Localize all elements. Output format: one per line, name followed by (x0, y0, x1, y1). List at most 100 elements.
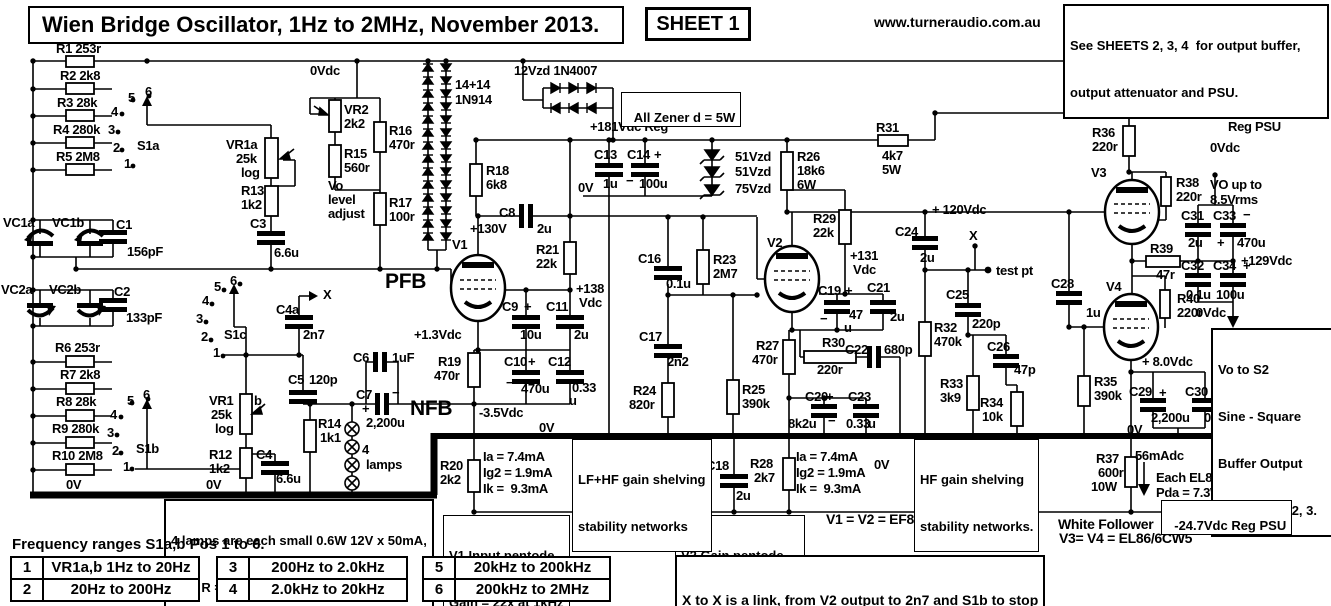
c23-value-1: 0.33 (846, 416, 871, 431)
r37-watt: 10W (1091, 479, 1117, 494)
sheet-label: SHEET 1 (656, 13, 740, 35)
r39-value: 47r (1156, 267, 1175, 282)
all-zener-note: All Zener d = 5W (633, 109, 736, 125)
sheets-note-box: See SHEETS 2, 3, 4 for output buffer, ou… (1063, 4, 1329, 120)
c16-label: C16 (638, 251, 661, 266)
freq-pos: 4 (218, 580, 250, 600)
r40-value: 220r (1177, 305, 1203, 320)
vc1b-label: VC1b (52, 215, 85, 230)
ovdc-c34: 0Vdc (1196, 305, 1226, 320)
r15-value: 560r (344, 160, 370, 175)
title-box: Wien Bridge Oscillator, 1Hz to 2MHz, Nov… (28, 6, 624, 44)
screen-v-1: +138 (576, 281, 605, 296)
zener1-label: 51Vzd (735, 149, 772, 164)
website-link[interactable]: www.turneraudio.com.au (874, 14, 1041, 30)
r29-label: R29 (813, 211, 836, 226)
freq-pos: 2 (12, 580, 44, 600)
c19-value-2: u (844, 320, 852, 335)
c8-label: C8 (499, 205, 516, 220)
c14-value: 100u (639, 176, 668, 191)
c26-value: 47p (1014, 362, 1036, 377)
sheet-badge: SHEET 1 (645, 7, 751, 41)
nfb-node-v: -3.5Vdc (479, 405, 524, 420)
c12-label: C12 (548, 354, 571, 369)
c9-label: C9 (502, 299, 519, 314)
r35-label: R35 (1094, 374, 1117, 389)
r26-value: 18k6 (797, 163, 825, 178)
vo-up-1: VO up to (1210, 177, 1262, 192)
table-row[interactable]: 2 20Hz to 200Hz (12, 578, 198, 600)
c9-value: 10u (520, 327, 542, 342)
plus129: +129Vdc (1241, 253, 1293, 268)
v1-label: V1 (452, 237, 468, 252)
r25-label: R25 (742, 382, 765, 397)
c34-label: C34 (1213, 258, 1236, 273)
c25-value: 220p (972, 316, 1001, 331)
freq-range: 20kHz to 200kHz (473, 559, 592, 576)
x-link-line1: X to X is a link, from V2 output to 2n7 … (682, 591, 1039, 606)
c9-plus: + (524, 299, 532, 314)
table-row[interactable]: 5 20kHz to 200kHz (424, 558, 609, 578)
c25-label: C25 (946, 287, 969, 302)
r32-label: R32 (934, 320, 957, 335)
hf-line2: stability networks. (920, 518, 1034, 534)
vr2-value: 2k2 (344, 116, 365, 131)
c28-label: C28 (1051, 276, 1074, 291)
vr1a-taper: log (241, 165, 260, 180)
lfhf-line2: stability networks (578, 518, 688, 534)
c34-value: 100u (1216, 287, 1245, 302)
c31-label: C31 (1181, 208, 1204, 223)
c5-value: 120p (309, 372, 338, 387)
zener3-label: 75Vzd (735, 181, 772, 196)
c20-minus: − (828, 413, 836, 428)
c21-value: 2u (890, 309, 905, 324)
r31-value: 4k7 (882, 148, 903, 163)
table-row[interactable]: 1 VR1a,b 1Hz to 20Hz (12, 558, 198, 578)
vc2a-label: VC2a (1, 282, 33, 297)
s1a-label: S1a (137, 138, 160, 153)
s1c-pos6: 6 (230, 273, 237, 288)
r12-label: R12 (209, 447, 232, 462)
nfb-label: NFB (410, 397, 453, 420)
freq-table-1: 1 VR1a,b 1Hz to 20Hz 2 20Hz to 200Hz (10, 556, 200, 602)
vr1a-label: VR1a (226, 137, 258, 152)
r34-value: 10k (982, 409, 1003, 424)
r24-value: 820r (629, 397, 655, 412)
r25-value: 390k (742, 396, 770, 411)
ov-mid: 0V (539, 420, 555, 435)
c17-label: C17 (639, 329, 662, 344)
v2-ia: Ia = 7.4mA (796, 449, 858, 464)
table-row[interactable]: 3 200Hz to 2.0kHz (218, 558, 406, 578)
freq-range: 200Hz to 2.0kHz (271, 559, 385, 576)
c11-label: C11 (546, 299, 569, 314)
v1-ig2: Ig2 = 1.9mA (483, 465, 553, 480)
r36-value: 220r (1092, 139, 1118, 154)
zener2-label: 51Vzd (735, 164, 772, 179)
lamps-word: lamps (366, 457, 403, 472)
c30-label: C30 (1185, 384, 1208, 399)
pfb-label: PFB (385, 270, 427, 293)
c13-value: 1u (603, 176, 618, 191)
c12-value-1: 0.33 (572, 380, 597, 395)
page-title: Wien Bridge Oscillator, 1Hz to 2MHz, Nov… (42, 12, 600, 37)
c3-label: C3 (250, 216, 267, 231)
v1-plate-v: +130V (470, 221, 507, 236)
c19-value-1: 47 (849, 307, 863, 322)
c7-minus: − (392, 385, 400, 400)
s1a-pos1: 1 (124, 156, 131, 171)
c10-plus: + (528, 354, 536, 369)
ma56: 56mAdc (1135, 448, 1184, 463)
s1c-pos1: 1 (213, 345, 220, 360)
c31-value: 2u (1188, 235, 1203, 250)
r21-value: 22k (536, 256, 557, 271)
vo-level-2: level (328, 192, 356, 207)
c20-value: 8k2u (788, 416, 817, 431)
r5-label: R5 2M8 (56, 149, 100, 164)
table-row[interactable]: 4 2.0kHz to 20kHz (218, 578, 406, 600)
vc2b-label: VC2b (49, 282, 82, 297)
x-link-right-label: X (969, 228, 978, 243)
table-row[interactable]: 6 200kHz to 2MHz (424, 578, 609, 600)
r38-value: 220r (1176, 189, 1202, 204)
c2-label: C2 (114, 284, 131, 299)
neg-psu-label: -24.7Vdc Reg PSU (1174, 517, 1287, 533)
